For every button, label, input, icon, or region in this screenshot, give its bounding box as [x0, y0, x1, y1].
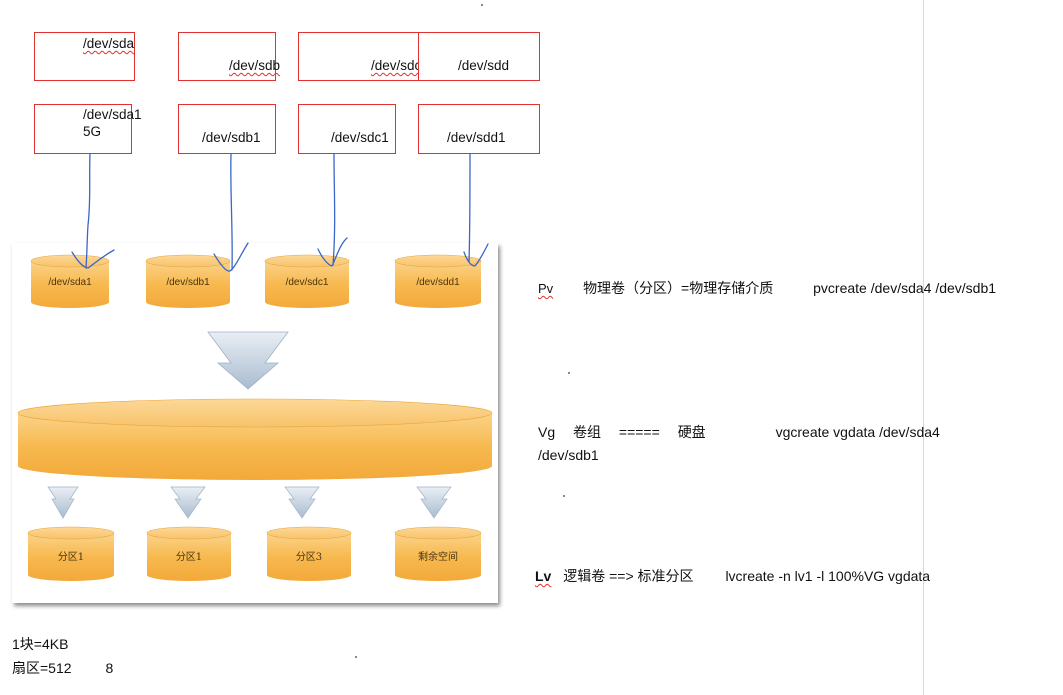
- pv-disk-label: /dev/sdd1: [416, 277, 460, 288]
- pv-tag: Pv: [538, 281, 554, 296]
- partition-box-sdb1: /dev/sdb1: [178, 104, 276, 154]
- lvm-figure: /dev/sda1 /dev/sdb1 /dev/sdc1 /dev/sdd1: [12, 243, 498, 603]
- device-label: /dev/sdb: [229, 58, 281, 73]
- lv-command: lvcreate -n lv1 -l 100%VG vgdata: [725, 568, 931, 584]
- page-divider: [923, 0, 924, 695]
- partition-label: /dev/sdb1: [202, 130, 261, 145]
- lv-disk-3: [266, 526, 352, 581]
- pv-disk-label: /dev/sda1: [48, 277, 92, 288]
- lv-disk-1: [27, 526, 115, 581]
- pv-disk-4: [394, 254, 482, 308]
- device-label: /dev/sdc: [371, 58, 422, 73]
- device-label: /dev/sdd: [458, 58, 510, 73]
- partition-box-sda1: /dev/sda1 5G: [34, 104, 142, 154]
- lv-disk-4: [394, 526, 482, 581]
- vg-cylinder: [17, 398, 493, 480]
- partition-label: /dev/sda1: [83, 107, 142, 122]
- partition-label: /dev/sdc1: [331, 130, 389, 145]
- lvm-figure-graphic: /dev/sda1 /dev/sdb1 /dev/sdc1 /dev/sdd1: [17, 254, 493, 581]
- partition-label: /dev/sdd1: [447, 130, 506, 145]
- block-note: 1块=4KB: [12, 636, 69, 652]
- pv-disk-label: /dev/sdc1: [286, 277, 329, 288]
- partition-box-sdd1: /dev/sdd1: [418, 104, 540, 154]
- lv-disk-label: 分区1: [58, 551, 84, 563]
- vg-equals: =====: [618, 424, 660, 440]
- vg-command-continued: /dev/sdb1: [538, 447, 599, 463]
- vg-description-2: 硬盘: [677, 424, 706, 440]
- lv-annotation: Lv 逻辑卷 ==> 标准分区 lvcreate -n lv1 -l 100%V…: [535, 566, 930, 586]
- lv-disk-label: 剩余空间: [418, 550, 458, 563]
- pv-command: pvcreate /dev/sda4 /dev/sdb1: [813, 280, 997, 296]
- small-down-arrow: [416, 486, 452, 519]
- vg-command: vgcreate vgdata /dev/sda4: [775, 424, 940, 440]
- small-down-arrow: [284, 486, 320, 519]
- vg-description: 卷组: [573, 424, 602, 440]
- speck: [355, 656, 357, 658]
- device-box-sdd: /dev/sdd: [418, 32, 540, 81]
- pv-disk-2: [145, 254, 231, 308]
- lv-disk-label: 分区3: [296, 551, 322, 563]
- device-label: /dev/sda: [83, 36, 135, 51]
- partition-size: 5G: [83, 124, 102, 139]
- device-box-sda: /dev/sda: [34, 32, 135, 81]
- sector-label: 扇区=512: [12, 660, 72, 676]
- lv-disk-2: [146, 526, 232, 581]
- speck: [481, 4, 483, 6]
- sector-note: 扇区=512 8: [12, 658, 113, 678]
- lv-description: 逻辑卷 ==> 标准分区: [563, 568, 694, 584]
- partition-box-sdc1: /dev/sdc1: [298, 104, 396, 154]
- speck: [568, 372, 570, 374]
- sector-count: 8: [105, 660, 114, 676]
- big-down-arrow: [207, 331, 289, 390]
- small-down-arrow: [170, 486, 206, 519]
- pv-disk-label: /dev/sdb1: [166, 277, 210, 288]
- device-box-sdc: /dev/sdc: [298, 32, 422, 81]
- lv-tag: Lv: [535, 568, 552, 584]
- vg-annotation: Vg 卷组 ===== 硬盘 vgcreate vgdata /dev/sda4: [538, 422, 940, 442]
- vg-tag: Vg: [538, 424, 556, 440]
- pv-description: 物理卷（分区）=物理存储介质: [583, 280, 774, 296]
- speck: [563, 495, 565, 497]
- device-box-sdb: /dev/sdb: [178, 32, 280, 81]
- lv-disk-label: 分区1: [176, 551, 202, 563]
- pv-annotation: Pv 物理卷（分区）=物理存储介质 pvcreate /dev/sda4 /de…: [538, 278, 996, 298]
- small-down-arrow: [47, 486, 79, 519]
